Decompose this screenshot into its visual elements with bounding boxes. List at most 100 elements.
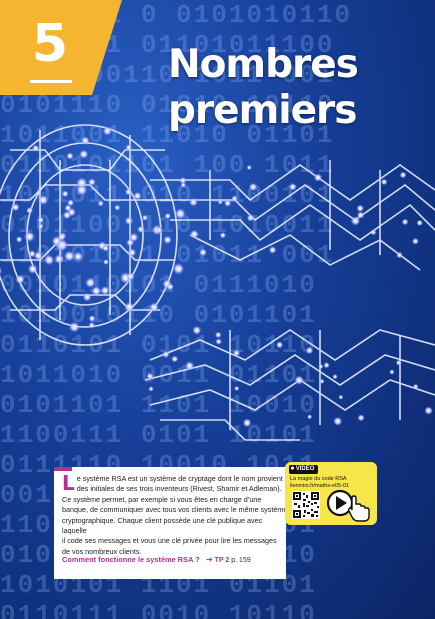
circuit-node bbox=[124, 188, 133, 196]
circuit-node bbox=[31, 144, 40, 152]
circuit-node bbox=[163, 235, 172, 245]
play-icon[interactable] bbox=[325, 488, 371, 522]
circuit-node bbox=[166, 283, 174, 291]
circuit-node bbox=[412, 383, 419, 390]
circuit-node bbox=[188, 197, 199, 207]
circuit-node bbox=[162, 350, 170, 359]
circuit-node bbox=[395, 251, 403, 259]
circuit-node bbox=[23, 231, 36, 243]
intro-paragraph: L e système RSA est un système de crypta… bbox=[62, 471, 288, 557]
circuit-node bbox=[0, 266, 3, 276]
circuit-node bbox=[172, 262, 185, 275]
circuit-node bbox=[350, 215, 361, 226]
binary-row: 0101110 01010 10110 bbox=[0, 90, 335, 120]
binary-row: 0110101 0101 10110 bbox=[0, 330, 317, 360]
circuit-node bbox=[141, 214, 149, 221]
circuit-node bbox=[332, 373, 338, 380]
circuit-node bbox=[149, 302, 160, 313]
circuit-node bbox=[87, 178, 96, 187]
circuit-node bbox=[63, 250, 76, 262]
circuit-node bbox=[128, 232, 139, 243]
circuit-node bbox=[192, 325, 202, 335]
circuit-node bbox=[124, 301, 135, 313]
circuit-node bbox=[97, 200, 104, 207]
video-url-link[interactable]: lienmini.fr/maths-e05-01 bbox=[290, 483, 349, 489]
circuit-node bbox=[126, 272, 135, 281]
circuit-node bbox=[56, 239, 69, 251]
circuit-node bbox=[389, 369, 395, 375]
binary-row: 0110111 0010 10110 bbox=[0, 600, 317, 619]
circuit-node bbox=[232, 349, 241, 357]
hand-pointer-icon bbox=[347, 495, 370, 522]
intro-line: cryptographique. Chaque client possède u… bbox=[62, 515, 263, 536]
circuit-node bbox=[370, 229, 377, 236]
circuit-node bbox=[75, 177, 88, 189]
chapter-tab bbox=[0, 0, 122, 95]
video-title: La magie du code RSA bbox=[290, 476, 347, 482]
circuit-node bbox=[323, 361, 330, 369]
binary-row: 1010010110 0101101 bbox=[0, 300, 317, 330]
circuit-node bbox=[33, 251, 43, 261]
circuit-node bbox=[380, 178, 388, 186]
chapter-number: 5 bbox=[31, 14, 69, 74]
circuit-node bbox=[411, 237, 419, 245]
circuit-node bbox=[15, 274, 26, 285]
circuit-node bbox=[62, 210, 72, 220]
tp-label: TP 2 bbox=[214, 557, 230, 564]
circuit-node bbox=[294, 375, 304, 386]
circuit-node bbox=[401, 218, 409, 226]
circuit-node bbox=[231, 195, 238, 202]
intro-dropcap: L bbox=[62, 471, 75, 495]
circuit-node bbox=[189, 229, 199, 239]
circuit-node bbox=[127, 248, 137, 257]
circuit-node bbox=[61, 190, 69, 198]
circuit-node bbox=[43, 254, 55, 266]
qr-code[interactable] bbox=[292, 491, 320, 519]
circuit-node bbox=[84, 277, 96, 289]
intro-line: des initiales de ses trois inventeurs (R… bbox=[76, 484, 282, 494]
circuit-node bbox=[198, 248, 208, 257]
circuit-node bbox=[174, 208, 186, 220]
circuit-node bbox=[356, 204, 365, 213]
circuit-node bbox=[357, 414, 365, 422]
circuit-node bbox=[80, 136, 90, 146]
circuit-node bbox=[82, 292, 92, 302]
circuit-node bbox=[124, 216, 134, 226]
title-line-2: premiers bbox=[168, 88, 358, 133]
circuit-node bbox=[37, 223, 44, 230]
circuit-node bbox=[288, 182, 297, 191]
circuit-node bbox=[319, 378, 325, 384]
intro-line: e système RSA est un système de cryptage… bbox=[76, 474, 283, 483]
circuit-node bbox=[88, 321, 96, 329]
circuit-node bbox=[133, 191, 142, 201]
intro-line: banque, de communiquer avec tous vos cli… bbox=[62, 505, 288, 515]
chapter-title: Nombres premiers bbox=[168, 42, 359, 134]
circuit-node bbox=[246, 213, 255, 222]
tp-reference-link[interactable]: ➜ TP 2 p. 159 bbox=[206, 555, 251, 564]
circuit-node bbox=[184, 361, 195, 371]
circuit-node bbox=[15, 236, 23, 243]
circuit-node bbox=[73, 251, 83, 262]
circuit-node bbox=[27, 263, 38, 275]
circuit-node bbox=[268, 246, 277, 254]
intro-line: il code ses messages et vous une clé pri… bbox=[62, 536, 277, 546]
circuit-node bbox=[88, 314, 96, 322]
circuit-node bbox=[66, 152, 74, 160]
play-circle-icon: ⏺ bbox=[291, 466, 295, 472]
circuit-node bbox=[248, 182, 258, 192]
circuit-node bbox=[234, 385, 240, 392]
circuit-node bbox=[179, 176, 187, 185]
intro-box bbox=[54, 467, 286, 579]
circuit-node bbox=[399, 171, 407, 179]
circuit-node bbox=[305, 346, 314, 355]
intro-accent-bar bbox=[54, 467, 72, 471]
circuit-node bbox=[102, 258, 109, 265]
circuit-node bbox=[242, 418, 252, 428]
intro-line: Ce système permet, par exemple si vous ê… bbox=[62, 494, 262, 504]
intro-line: de vos nombreux clients. bbox=[62, 546, 142, 556]
chapter-underline bbox=[30, 80, 72, 83]
circuit-node bbox=[164, 212, 172, 220]
circuit-node bbox=[148, 386, 154, 392]
circuit-node bbox=[68, 321, 80, 333]
